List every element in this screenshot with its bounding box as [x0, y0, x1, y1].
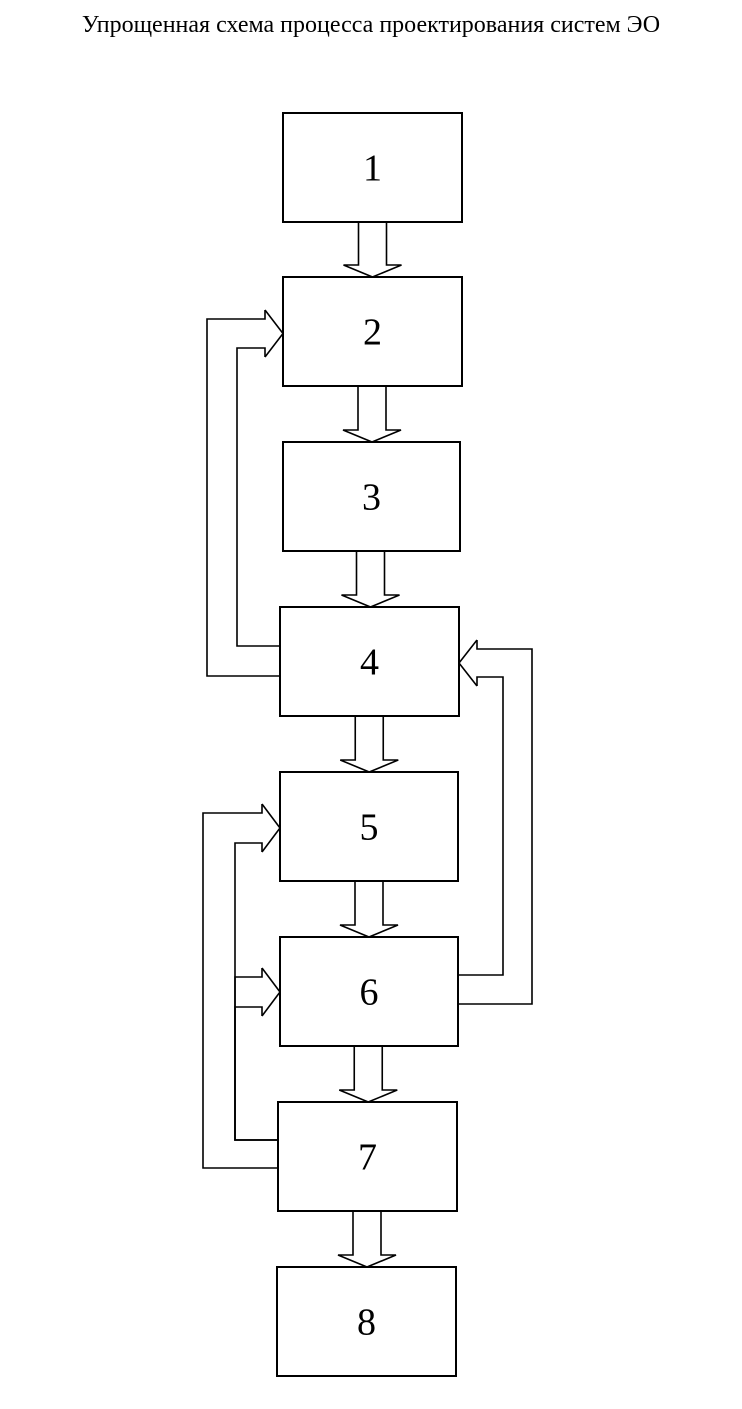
loop-6-to-4-outer [458, 640, 533, 1005]
block-4-rect [279, 606, 460, 717]
process-block-7: 7 [277, 1101, 458, 1212]
process-block-2: 2 [282, 276, 463, 387]
block-5-label: 5 [360, 807, 379, 849]
diagram-title: Упрощенная схема процесса проектирования… [81, 12, 661, 38]
block-3-rect [282, 441, 461, 552]
arrow-3-to-4 [341, 550, 400, 608]
process-block-8: 8 [276, 1266, 457, 1377]
process-blocks: 1 2 3 4 5 6 7 8 [276, 112, 463, 1377]
block-2-rect [282, 276, 463, 387]
block-7-label: 7 [358, 1137, 377, 1179]
arrow-5-to-6 [339, 880, 399, 938]
loop-6-to-4-head [457, 639, 478, 687]
block-8-label: 8 [357, 1302, 376, 1344]
block-4-label: 4 [360, 642, 379, 684]
process-block-4: 4 [279, 606, 460, 717]
loop-4-to-2-head [264, 309, 285, 358]
loop-7-to-5-head [261, 803, 281, 853]
block-2-label: 2 [363, 312, 382, 354]
process-block-6: 6 [279, 936, 459, 1047]
arrow-2-to-3 [342, 385, 402, 443]
loop-6-to-4-inner [458, 676, 504, 976]
block-7-rect [277, 1101, 458, 1212]
loop-7-to-5-inner [234, 842, 278, 1141]
process-block-5: 5 [279, 771, 459, 882]
block-5-rect [279, 771, 459, 882]
loop-7-to-6-head [261, 967, 281, 1017]
block-6-label: 6 [360, 972, 379, 1014]
block-6-rect [279, 936, 459, 1047]
arrow-6-to-7 [338, 1045, 398, 1103]
sequential-arrows [337, 221, 402, 1268]
process-block-1: 1 [282, 112, 463, 223]
arrow-4-to-5 [339, 715, 399, 773]
block-3-label: 3 [362, 477, 381, 519]
loop-7-to-5-outer [202, 804, 278, 1169]
block-1-label: 1 [363, 148, 382, 190]
feedback-loops [202, 309, 533, 1169]
loop-7-to-6-inner [234, 1006, 278, 1141]
arrow-7-to-8 [337, 1210, 397, 1268]
arrow-1-to-2 [343, 221, 402, 278]
process-block-3: 3 [282, 441, 461, 552]
block-1-rect [282, 112, 463, 223]
block-8-rect [276, 1266, 457, 1377]
loop-7-to-6-outer [234, 968, 278, 1141]
loop-4-to-2-outer [206, 310, 280, 677]
loop-4-to-2-inner [236, 347, 280, 647]
